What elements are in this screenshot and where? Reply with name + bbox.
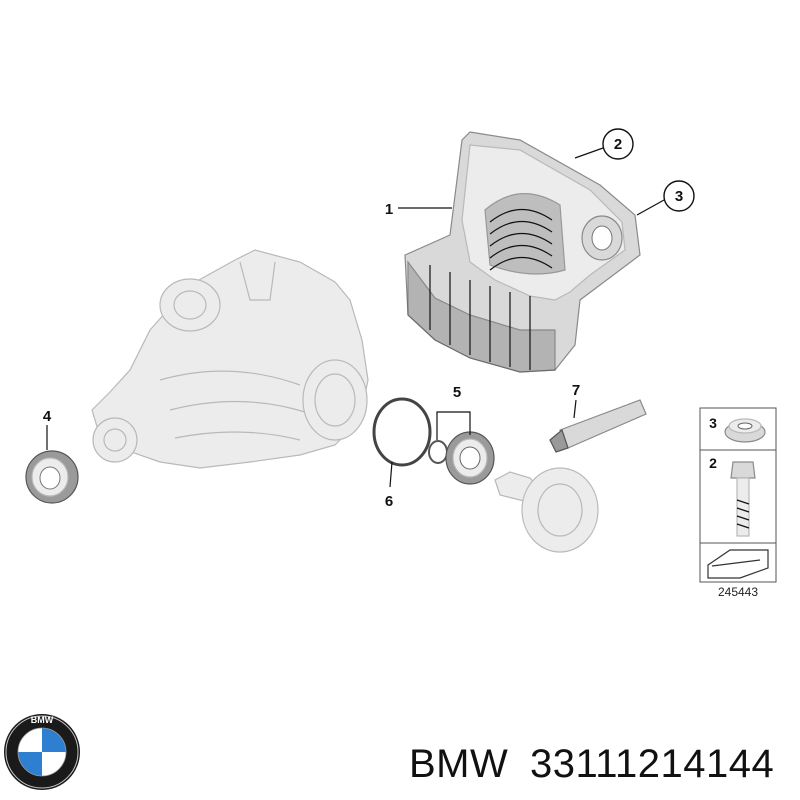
output-flange — [494, 467, 599, 553]
legend-box — [699, 407, 777, 583]
bmw-logo: BMW — [4, 714, 80, 790]
legend-item-3: 3 — [709, 415, 717, 431]
callout-3: 3 — [675, 188, 683, 205]
caption-brand: BMW — [409, 742, 508, 786]
arrow-icon — [707, 549, 769, 579]
rear-cover — [404, 131, 641, 373]
sealant-tube-7 — [549, 399, 647, 453]
callout-7: 7 — [572, 382, 580, 399]
reference-number: 245443 — [718, 585, 758, 599]
leader-lines — [46, 147, 665, 488]
callout-1: 1 — [385, 201, 393, 218]
logo-letters: BMW — [31, 715, 54, 725]
callout-2: 2 — [614, 136, 622, 153]
o-ring-6 — [372, 397, 432, 467]
callout-5: 5 — [453, 384, 461, 401]
caption-part-number: 33111214144 — [530, 742, 774, 786]
differential-housing — [91, 249, 369, 469]
callout-4: 4 — [43, 408, 52, 425]
callout-6: 6 — [385, 493, 393, 510]
bearing-set-5 — [428, 431, 495, 485]
shaft-seal-4 — [25, 450, 79, 504]
flange-nut-icon — [724, 418, 766, 443]
callout-3-circle — [663, 180, 695, 212]
bolt-icon — [730, 461, 756, 537]
legend-item-2: 2 — [709, 455, 717, 471]
callout-2-circle — [602, 128, 634, 160]
